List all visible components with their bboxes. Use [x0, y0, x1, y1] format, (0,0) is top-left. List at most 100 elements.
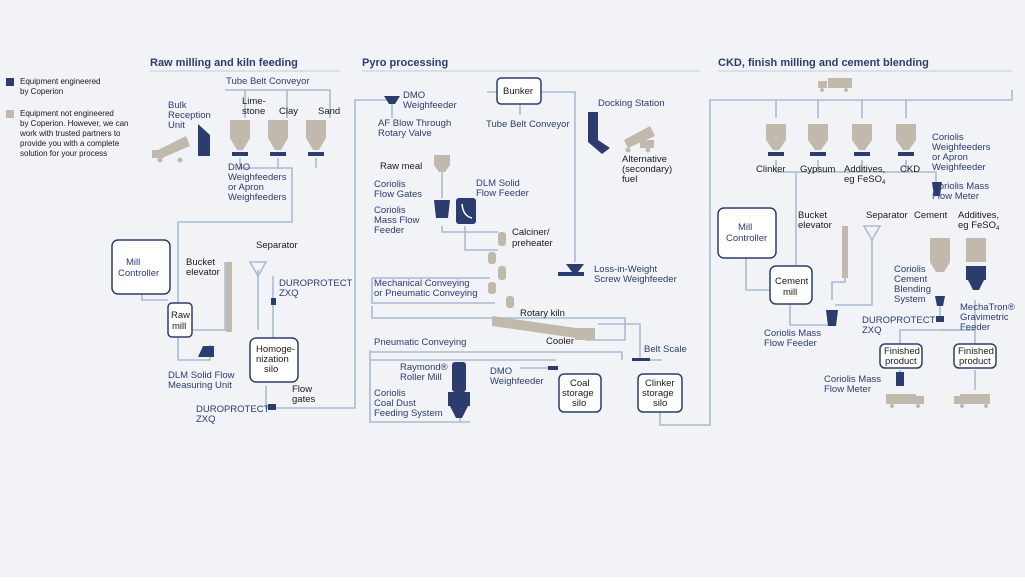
dmo-weighfeeder-1-icon: [384, 96, 400, 104]
alternative-fuel-truck-icon: [624, 126, 655, 153]
separator-2-icon: [862, 225, 882, 242]
rotary-kiln-icon: [492, 316, 590, 340]
clinker-silo-icon: [766, 124, 786, 156]
coriolis-mass-flow-meter-2-icon: [896, 372, 904, 386]
mill-controller-1-box: [111, 239, 171, 295]
separator-1-icon: [248, 261, 268, 278]
label-clay: Clay: [279, 106, 298, 117]
cooler-icon: [575, 328, 595, 340]
product-truck-1-icon: [886, 394, 924, 408]
bucket-elevator-2-icon: [842, 226, 848, 278]
ckd-truck-icon: [818, 78, 852, 92]
label-clinker: Clinker: [756, 164, 786, 175]
loss-in-weight-screw-weighfeeder-icon: [566, 264, 584, 272]
belt-scale-icon: [632, 358, 650, 361]
label-separator-2: Separator: [866, 210, 908, 221]
coriolis-mass-flow-meter-1-icon: [932, 182, 942, 196]
product-truck-2-icon: [954, 394, 990, 408]
raw-mill-box: [167, 302, 193, 338]
label-raw-meal: Raw meal: [380, 161, 422, 172]
label-calciner-preheater: Calciner/preheater: [512, 227, 553, 249]
coriolis-mass-flow-feeder-2-icon: [826, 310, 838, 326]
label-tube-belt-conveyor-2: Tube Belt Conveyor: [486, 119, 570, 130]
docking-station-icon: [588, 112, 610, 154]
cement-mill-box: [769, 265, 813, 305]
ckd-silo-icon: [896, 124, 916, 156]
section-header-raw: Raw milling and kiln feeding: [150, 57, 298, 69]
raymond-roller-mill-icon: [448, 362, 470, 418]
label-cement: Cement: [914, 210, 948, 221]
label-separator-1: Separator: [256, 240, 298, 251]
gypsum-silo-icon: [808, 124, 828, 156]
additives-silo-1-icon: [852, 124, 872, 156]
label-pneumatic-conveying: Pneumatic Conveying: [374, 337, 466, 348]
label-cooler: Cooler: [546, 336, 574, 347]
coriolis-mass-flow-feeder-1-icon: [434, 200, 450, 218]
mechatron-feeder-icon: [966, 238, 986, 290]
label-additives-1: Additives,eg FeSO4: [844, 164, 886, 186]
label-sand: Sand: [318, 106, 340, 117]
finished-product-2-box: [953, 343, 997, 369]
coal-storage-silo-box: [558, 373, 602, 413]
section-header-pyro: Pyro processing: [362, 57, 448, 69]
label-bunker: Bunker: [503, 86, 533, 97]
label-ckd: CKD: [900, 164, 920, 175]
duroprotect-3-icon: [936, 316, 944, 322]
homogenization-silo-box: [249, 337, 299, 383]
legend-engineered-swatch: [6, 78, 14, 86]
dmo-weighfeeder-2-icon: [548, 366, 558, 370]
duroprotect-2-icon: [268, 404, 276, 410]
bulk-reception-truck-icon: [152, 136, 190, 163]
duroprotect-1-icon: [271, 298, 276, 305]
bucket-elevator-1-icon: [226, 262, 232, 332]
finished-product-1-box: [879, 343, 923, 369]
coriolis-cement-blending-icon: [935, 296, 945, 306]
label-limestone: Lime-stone: [242, 96, 266, 117]
cement-silo-icon: [930, 238, 950, 272]
mill-controller-2-box: [717, 207, 777, 259]
label-alternative-fuel: Alternative(secondary)fuel: [622, 154, 672, 185]
label-rotary-kiln: Rotary kiln: [520, 308, 565, 319]
sand-silo-icon: [306, 120, 326, 156]
calciner-preheater-icon: [488, 232, 514, 308]
clinker-storage-silo-box: [637, 373, 683, 413]
dlm-solid-flow-feeder-icon: [456, 198, 476, 224]
label-belt-scale: Belt Scale: [644, 344, 687, 355]
legend-not-engineered-swatch: [6, 110, 14, 118]
